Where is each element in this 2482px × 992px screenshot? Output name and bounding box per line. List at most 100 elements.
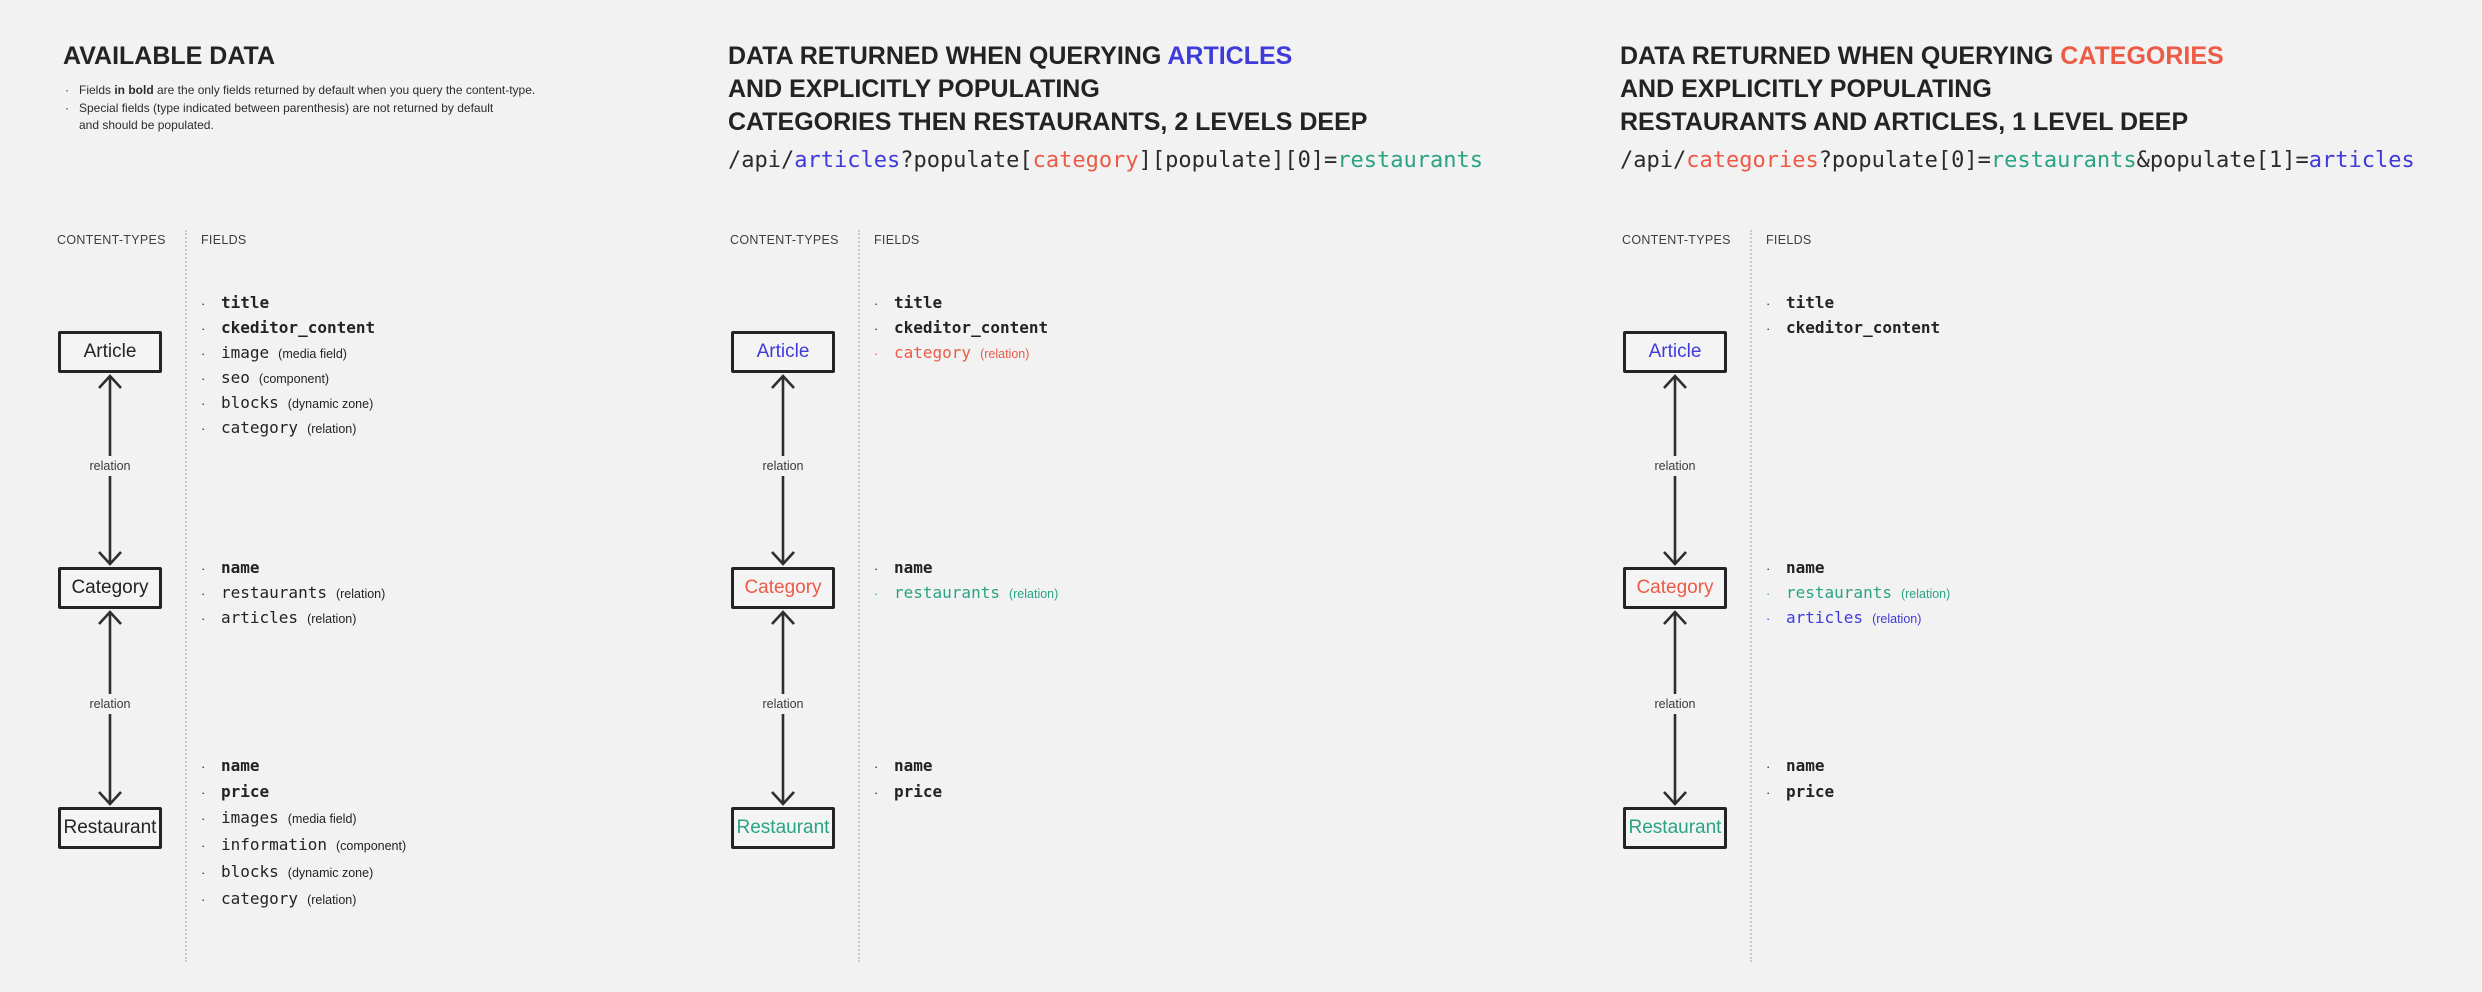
relation-arrow: relation [761,373,805,567]
title-line: AND EXPLICITLY POPULATING [728,73,1367,106]
field-item: ·price [874,779,942,805]
api-query: /api/categories?populate[0]=restaurants&… [1620,148,2415,173]
lane-separator [1750,230,1752,962]
text-segment: /api/ [1620,148,1687,173]
field-name: price [1786,782,1835,801]
bullet-icon: · [1766,321,1771,336]
box-label: Category [744,577,822,598]
text-segment: articles [2308,148,2415,173]
field-item: ·articles(relation) [1766,606,1950,631]
fields-list-restaurant: ·name · price · images (media field) · informat… [201,753,406,913]
bullet-icon: · [874,321,879,336]
field-name: name [221,756,260,775]
relation-label: relation [1653,694,1697,715]
relation-label: relation [761,694,805,715]
lane-separator [185,230,187,962]
bullet-icon: · [1766,586,1771,601]
field-item: ·restaurants(relation) [874,581,1058,606]
field-name: information [221,835,327,854]
fields-list-category: ·name·restaurants(relation) [874,556,1058,606]
field-name: title [1786,293,1835,312]
bullet-icon: · [201,811,206,826]
box-label: Restaurant [63,817,157,838]
relation-label: relation [761,456,805,477]
field-item: ·information(component) [201,832,406,859]
bullet-icon: · [1766,561,1771,576]
text-segment: AND EXPLICITLY POPULATING [1620,75,1992,103]
box-label: Category [71,577,149,598]
bullet-icon: · [65,83,69,97]
content-type-box-article: Article [731,331,835,373]
text-segment: AVAILABLE DATA [63,42,276,70]
content-type-box-restaurant: Restaurant [58,807,162,849]
field-item: ·category(relation) [201,886,406,913]
field-name: name [894,756,933,775]
content-type-box-category: Category [58,567,162,609]
field-item: ·name [201,753,406,779]
field-type: (relation) [307,612,357,626]
field-name: category [221,889,299,908]
text-segment: /api/ [728,148,795,173]
api-query: /api/articles?populate[category][populat… [728,148,1483,173]
bullet-icon: · [874,346,879,361]
fields-list-restaurant: ·name·price [1766,753,1834,805]
content-type-box-category: Category [1623,567,1727,609]
field-name: image [221,343,270,362]
field-item: ·image(media field) [201,341,375,366]
field-name: name [1786,558,1825,577]
field-name: ckeditor_content [221,318,376,337]
bullet-icon: · [874,561,879,576]
content-type-box-article: Article [58,331,162,373]
bullet-icon: · [201,892,206,907]
content-types-lane-label: CONTENT-TYPES [1622,233,1731,247]
field-name: ckeditor_content [1786,318,1941,337]
field-name: articles [1786,608,1864,627]
field-name: category [894,343,972,362]
box-label: Restaurant [1628,817,1722,838]
relation-arrow: relation [88,609,132,807]
bullet-icon: · [201,296,206,311]
text-segment: Special fields (type indicated between p… [79,100,494,133]
box-label: Article [83,341,137,362]
content-type-box-article: Article [1623,331,1727,373]
field-name: seo [221,368,250,387]
bullet-icon: · [201,838,206,853]
field-item: ·name [874,753,942,779]
title-line: CATEGORIES THEN RESTAURANTS, 2 LEVELS DE… [728,106,1367,139]
field-type: (dynamic zone) [287,397,374,411]
relation-arrow: relation [1653,373,1697,567]
field-type: (media field) [287,812,357,826]
field-name: images [221,808,279,827]
field-name: category [221,418,299,437]
field-item: · ckeditor_content [1766,316,1940,341]
field-type: (relation) [1900,587,1951,601]
field-name: restaurants [894,583,1000,602]
fields-list-restaurant: ·name·price [874,753,942,805]
field-item: ·title [201,291,375,316]
bullet-icon: · [201,586,206,601]
fields-list-article: ·title·ckeditor_content·category(relatio… [874,291,1048,366]
bullet-icon: · [201,421,206,436]
field-type: (relation) [335,587,386,601]
bullet-icon: · [874,785,879,800]
field-item: ·name [201,556,385,581]
text-segment: restaurants [1990,148,2137,173]
field-item: ·title [1766,291,1940,316]
field-type: (relation) [1008,587,1059,601]
field-name: price [221,782,270,801]
field-item: ·restaurants(relation) [201,581,385,606]
text-segment: ?populate[0]= [1818,148,1991,173]
bullet-icon: · [65,100,69,115]
field-type: (media field) [278,347,347,361]
text-segment: AND EXPLICITLY POPULATING [728,75,1100,103]
title-line: DATA RETURNED WHEN QUERYING ARTICLES [728,40,1367,73]
bullet-icon: · [201,321,206,336]
fields-lane-label: FIELDS [201,233,247,247]
title-line: DATA RETURNED WHEN QUERYING CATEGORIES [1620,40,2224,73]
relation-arrow: relation [761,609,805,807]
bullet-icon: · [1766,611,1771,626]
text-segment: articles [794,148,901,173]
